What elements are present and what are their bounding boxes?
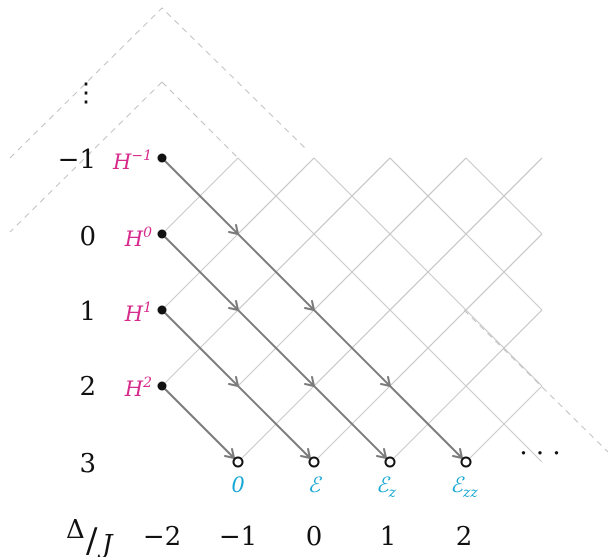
arrow-line-row-1: [161, 233, 386, 458]
column-label-minus-2: −2: [143, 522, 181, 552]
arrow-head-0-2: [304, 300, 315, 311]
dashed-right-edge: [463, 309, 609, 453]
ellipsis: · · ·: [519, 439, 560, 469]
column-label-1: 1: [380, 522, 397, 552]
arrow-line-row-0: [161, 157, 462, 458]
endpoint-label-ezz: ℰzz: [450, 473, 478, 501]
dashed-outer-peak: [9, 7, 306, 159]
column-label-0: 0: [306, 522, 323, 552]
dashed-inner-right: [161, 81, 239, 159]
arrows: [161, 157, 463, 459]
dashed-inner-left: [9, 81, 163, 233]
arrow-head-1-1: [228, 300, 239, 311]
h-label-0: H0: [124, 225, 152, 251]
h-label-2: H2: [124, 375, 152, 401]
endpoint-label-ez: ℰz: [376, 473, 397, 501]
arrow-line-row-3: [161, 385, 234, 458]
arrow-head-2-2: [300, 448, 311, 459]
filled-node-1: [157, 229, 167, 239]
endpoint-label-0: 0: [231, 473, 244, 497]
h-label-minus-1: H−1: [112, 148, 152, 174]
h-label-1: H1: [124, 300, 152, 326]
endpoint-label-e: ℰ: [308, 473, 323, 497]
row-label-2: 2: [79, 372, 96, 402]
filled-node-0: [157, 153, 167, 163]
open-node-4: [460, 456, 472, 468]
arrow-head-3-1: [224, 448, 235, 459]
filled-node-2: [157, 305, 167, 315]
arrow-head-1-3: [376, 448, 387, 459]
row-label-3: 3: [79, 449, 96, 479]
axis-label-slash: /: [86, 521, 98, 557]
nodes: [157, 153, 472, 468]
grid-lines: [161, 157, 543, 463]
arrow-head-1-2: [304, 376, 315, 387]
row-label-1: 1: [79, 297, 96, 327]
open-node-2: [308, 456, 320, 468]
axis-label-delta: Δ: [66, 515, 85, 545]
arrow-head-0-4: [452, 448, 463, 459]
row-label-minus-1: −1: [58, 145, 96, 175]
row-label-0: 0: [79, 222, 96, 252]
row-label-dots: ⋮: [73, 78, 99, 108]
axis-label-j: J: [97, 530, 114, 557]
arrow-head-0-3: [380, 376, 391, 387]
dashed-boundary: [9, 7, 609, 453]
arrow-head-0-1: [228, 224, 239, 235]
open-node-1: [232, 456, 244, 468]
grid-edge-right: [389, 157, 467, 235]
open-node-3: [384, 456, 396, 468]
arrow-head-2-1: [228, 376, 239, 387]
column-label-2: 2: [456, 522, 473, 552]
filled-node-3: [157, 381, 167, 391]
arrow-line-row-2: [161, 309, 310, 458]
grid-line-down-4: [465, 157, 543, 235]
grid-line-down-2: [313, 157, 543, 387]
grid-line-down-1: [237, 157, 543, 463]
column-label-minus-1: −1: [219, 522, 257, 552]
